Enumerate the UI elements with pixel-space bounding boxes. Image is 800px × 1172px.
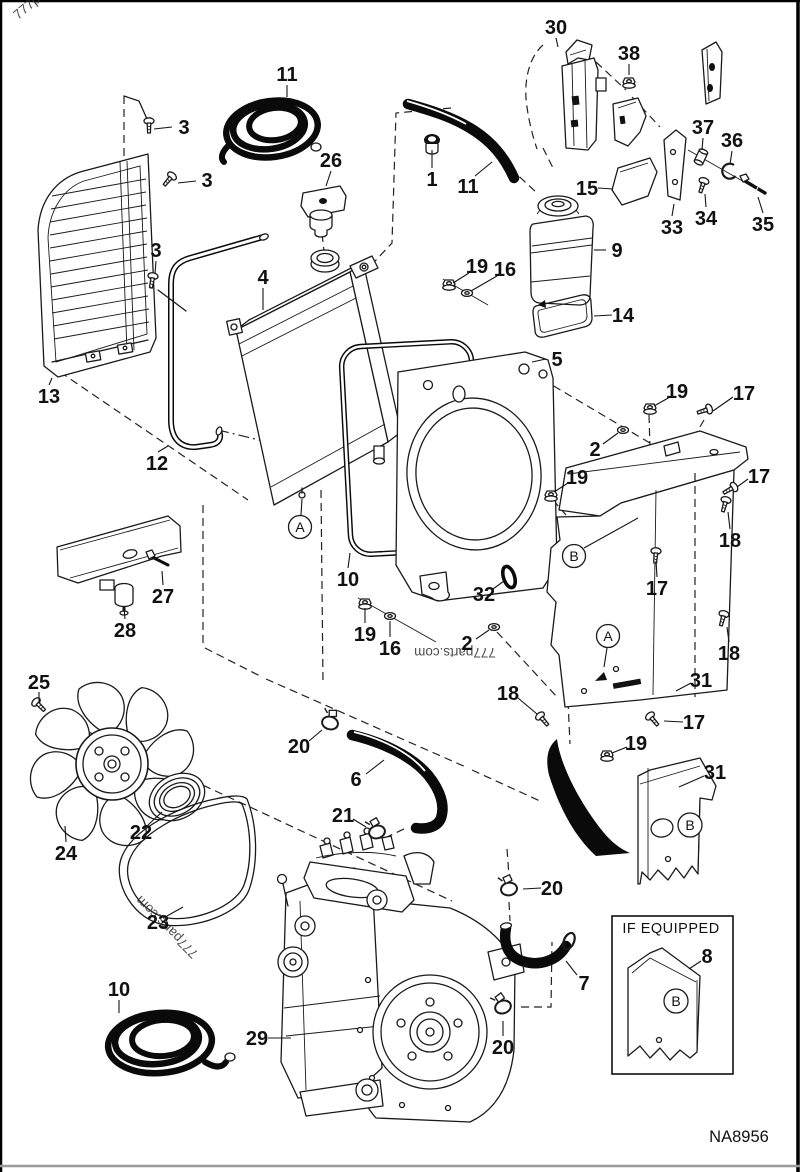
callout-label: 2	[589, 439, 600, 461]
callout-label: 16	[379, 638, 401, 660]
ref-letter: B	[685, 817, 694, 833]
callout-label: 37	[692, 117, 714, 139]
callout-label: 11	[276, 64, 297, 86]
callout-label: 33	[661, 217, 683, 239]
callout-label: 1	[426, 169, 437, 191]
watermark-text: 777parts.com	[414, 645, 496, 660]
callout-label: 19	[625, 733, 647, 755]
callout-label: 10	[108, 979, 130, 1001]
direction-swoosh	[547, 739, 630, 856]
callout-label: 18	[497, 683, 519, 705]
callout-label: 6	[350, 769, 361, 791]
support-panel-detail-illustration	[637, 757, 717, 885]
callout-label: 20	[541, 878, 563, 900]
callout-label: 26	[320, 150, 342, 172]
callout-label: 24	[55, 843, 78, 865]
callout-label: 27	[152, 586, 174, 608]
figure-code: NA8956	[709, 1128, 769, 1146]
reservoir-gasket-illustration	[532, 294, 593, 338]
engine-illustration	[276, 827, 525, 1123]
fan-illustration	[29, 681, 195, 847]
callout-label: 19	[666, 381, 688, 403]
radiator-illustration	[226, 249, 402, 506]
callout-label: 17	[748, 466, 770, 488]
grommet-illustration	[500, 564, 518, 590]
callout-label: 31	[704, 762, 726, 784]
callout-label: 10	[337, 569, 359, 591]
callout-label: 17	[683, 712, 705, 734]
callout-label: 18	[718, 643, 740, 665]
callout-label: 17	[733, 383, 755, 405]
air-deflector-illustration	[56, 515, 182, 616]
callout-label: 19	[566, 467, 588, 489]
callout-label: 20	[288, 736, 310, 758]
callout-label: 11	[457, 176, 478, 198]
callout-label: 28	[114, 620, 136, 642]
callout-label: 15	[576, 178, 598, 200]
support-panel-illustration	[546, 430, 749, 708]
callout-label: 38	[618, 43, 640, 65]
fastener-hardware	[29, 117, 740, 762]
callout-label: 19	[466, 256, 488, 278]
ref-letter: B	[569, 548, 578, 564]
seal-strip-illustration	[168, 233, 269, 451]
callout-label: 21	[332, 805, 354, 827]
grille-screen-illustration	[37, 153, 157, 378]
callout-label: 32	[473, 584, 495, 606]
callout-label: 5	[551, 349, 562, 371]
callout-leader-lines	[38, 37, 764, 1039]
callout-label: 23	[147, 912, 169, 934]
callout-label: 2	[461, 633, 472, 655]
upper-hose-illustration	[402, 98, 520, 184]
reference-letters: A B A B B	[287, 514, 703, 1014]
callout-label: 13	[38, 386, 60, 408]
callout-label: 8	[701, 946, 712, 968]
callout-label: 22	[130, 822, 152, 844]
coiled-hose-top-illustration	[218, 97, 322, 165]
duct-bracket-illustration	[561, 39, 723, 151]
coiled-hose-bottom-illustration	[104, 1009, 236, 1077]
ref-letter: B	[671, 993, 680, 1009]
lower-hose-illustration	[499, 922, 576, 969]
callout-label: 3	[201, 170, 212, 192]
callout-label: 14	[612, 305, 635, 327]
reservoir-illustration	[529, 195, 594, 306]
ref-letter: A	[603, 628, 613, 644]
callout-label: 35	[752, 214, 774, 236]
callout-label: 18	[719, 530, 741, 552]
callout-label: 17	[646, 578, 668, 600]
baffle-illustration	[611, 97, 658, 206]
callout-label: 3	[150, 240, 161, 262]
callout-label: 3	[178, 117, 189, 139]
callout-label: 4	[257, 267, 269, 289]
ref-letter: A	[295, 519, 305, 535]
callout-label: 34	[695, 208, 718, 230]
callout-label: 19	[354, 624, 376, 646]
upper-radiator-hose-illustration	[346, 729, 448, 834]
callout-label: 9	[611, 240, 622, 262]
callout-label: 20	[492, 1037, 514, 1059]
callout-label: 29	[246, 1028, 268, 1050]
callout-label: 12	[146, 453, 168, 475]
callout-label: 7	[578, 973, 589, 995]
fan-shroud-illustration	[395, 351, 558, 602]
if-equipped-title: IF EQUIPPED	[622, 921, 719, 937]
leader-arrowhead	[595, 672, 607, 681]
cap-bracket-illustration	[300, 185, 347, 238]
callout-label: 36	[721, 130, 743, 152]
belt-illustration	[118, 795, 257, 927]
callout-label: 30	[545, 17, 567, 39]
callout-label: 25	[28, 672, 50, 694]
callout-labels: 3 3 3 11 26 1 11 30 38 37 36 35 34 33 15…	[28, 17, 774, 1059]
callout-label: 31	[690, 670, 712, 692]
callout-label: 16	[494, 259, 516, 281]
